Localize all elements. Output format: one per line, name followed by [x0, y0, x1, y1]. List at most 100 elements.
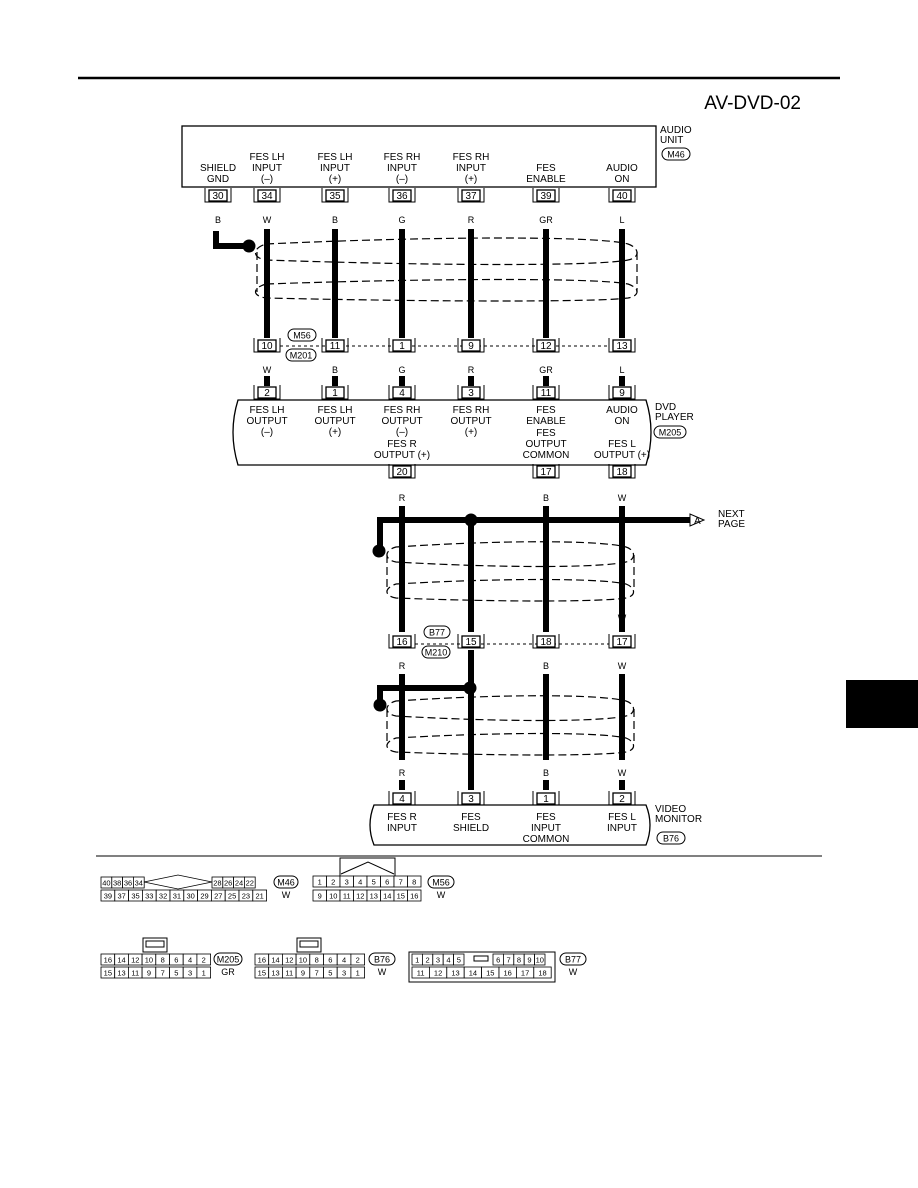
svg-text:8: 8 [517, 956, 521, 965]
wire-color-label: B [215, 215, 221, 225]
wire-color-label: L [619, 365, 624, 375]
svg-text:6: 6 [496, 956, 500, 965]
junction-2-code-upper: B77 [423, 625, 451, 639]
svg-text:9: 9 [527, 956, 531, 965]
audio-unit-pin: 30 [204, 188, 232, 203]
svg-text:12: 12 [131, 956, 139, 965]
svg-text:13: 13 [370, 892, 378, 901]
wire-color-label: R [468, 215, 475, 225]
svg-text:9: 9 [619, 388, 625, 399]
wire-color-label: W [263, 215, 272, 225]
connector-color: GR [221, 967, 235, 977]
svg-text:36: 36 [396, 191, 408, 202]
svg-text:14: 14 [271, 956, 279, 965]
svg-text:B77: B77 [429, 628, 445, 638]
svg-text:38: 38 [113, 879, 121, 888]
svg-text:13: 13 [451, 969, 459, 978]
section-tab [846, 680, 918, 728]
wire-color-label: L [619, 215, 624, 225]
svg-text:9: 9 [318, 892, 322, 901]
junction-2-code-lower: M210 [421, 645, 451, 659]
svg-text:16: 16 [410, 892, 418, 901]
svg-text:7: 7 [507, 956, 511, 965]
shield-ellipse-bottom [386, 732, 635, 756]
connector-code: B77 [559, 952, 587, 966]
svg-text:28: 28 [213, 879, 221, 888]
svg-text:11: 11 [541, 388, 552, 399]
svg-text:39: 39 [104, 892, 112, 901]
svg-text:40: 40 [102, 879, 110, 888]
svg-text:15: 15 [104, 969, 112, 978]
shield-drain [377, 685, 470, 702]
svg-text:4: 4 [399, 388, 405, 399]
audio-unit-pin: 34 [253, 188, 281, 203]
svg-text:4: 4 [446, 956, 450, 965]
wire-color-label: B [332, 365, 338, 375]
dvd-player-pin: 9 [608, 385, 636, 400]
connector-code: M46 [273, 875, 299, 889]
wire-color-label: W [618, 613, 627, 623]
svg-text:4: 4 [358, 878, 362, 887]
svg-text:B76: B76 [663, 834, 679, 844]
svg-text:1: 1 [332, 388, 338, 399]
video-monitor-pin: 1 [532, 791, 560, 806]
svg-text:11: 11 [285, 969, 293, 978]
svg-text:6: 6 [174, 956, 178, 965]
svg-text:1: 1 [318, 878, 322, 887]
svg-text:9: 9 [301, 969, 305, 978]
svg-text:3: 3 [468, 388, 474, 399]
junction-1-pin: 11 [321, 338, 349, 353]
svg-text:1: 1 [415, 956, 419, 965]
svg-text:13: 13 [616, 341, 628, 352]
connector-color: W [437, 890, 446, 900]
svg-text:34: 34 [261, 191, 273, 202]
svg-text:27: 27 [214, 892, 222, 901]
svg-text:10: 10 [261, 341, 273, 352]
dvd-player-pin: 11 [532, 385, 560, 400]
svg-text:3: 3 [342, 969, 346, 978]
svg-text:12: 12 [434, 969, 442, 978]
svg-text:B76: B76 [374, 955, 390, 965]
junction-2-pin: 15 [457, 634, 485, 649]
wire-color-label: W [263, 365, 272, 375]
svg-text:37: 37 [465, 191, 477, 202]
wire-color-label: GR [539, 365, 553, 375]
svg-text:30: 30 [212, 191, 224, 202]
dvd-player-output-pin: 20 [388, 464, 416, 479]
svg-text:21: 21 [256, 892, 264, 901]
dvd-player-pin: 4 [388, 385, 416, 400]
svg-text:10: 10 [299, 956, 307, 965]
svg-text:M46: M46 [277, 878, 295, 888]
shield-ellipse-top [386, 541, 635, 568]
svg-text:12: 12 [540, 341, 552, 352]
svg-text:17: 17 [521, 969, 529, 978]
svg-text:14: 14 [117, 956, 125, 965]
svg-text:M205: M205 [217, 955, 240, 965]
svg-text:16: 16 [396, 637, 408, 648]
svg-text:16: 16 [104, 956, 112, 965]
svg-text:B77: B77 [565, 955, 581, 965]
svg-text:18: 18 [616, 467, 628, 478]
junction-1-pin: 1 [388, 338, 416, 353]
svg-text:1: 1 [202, 969, 206, 978]
svg-text:18: 18 [540, 637, 552, 648]
video-monitor-code-badge: B76 [656, 831, 686, 845]
svg-text:22: 22 [246, 879, 254, 888]
svg-text:39: 39 [540, 191, 552, 202]
svg-text:8: 8 [315, 956, 319, 965]
